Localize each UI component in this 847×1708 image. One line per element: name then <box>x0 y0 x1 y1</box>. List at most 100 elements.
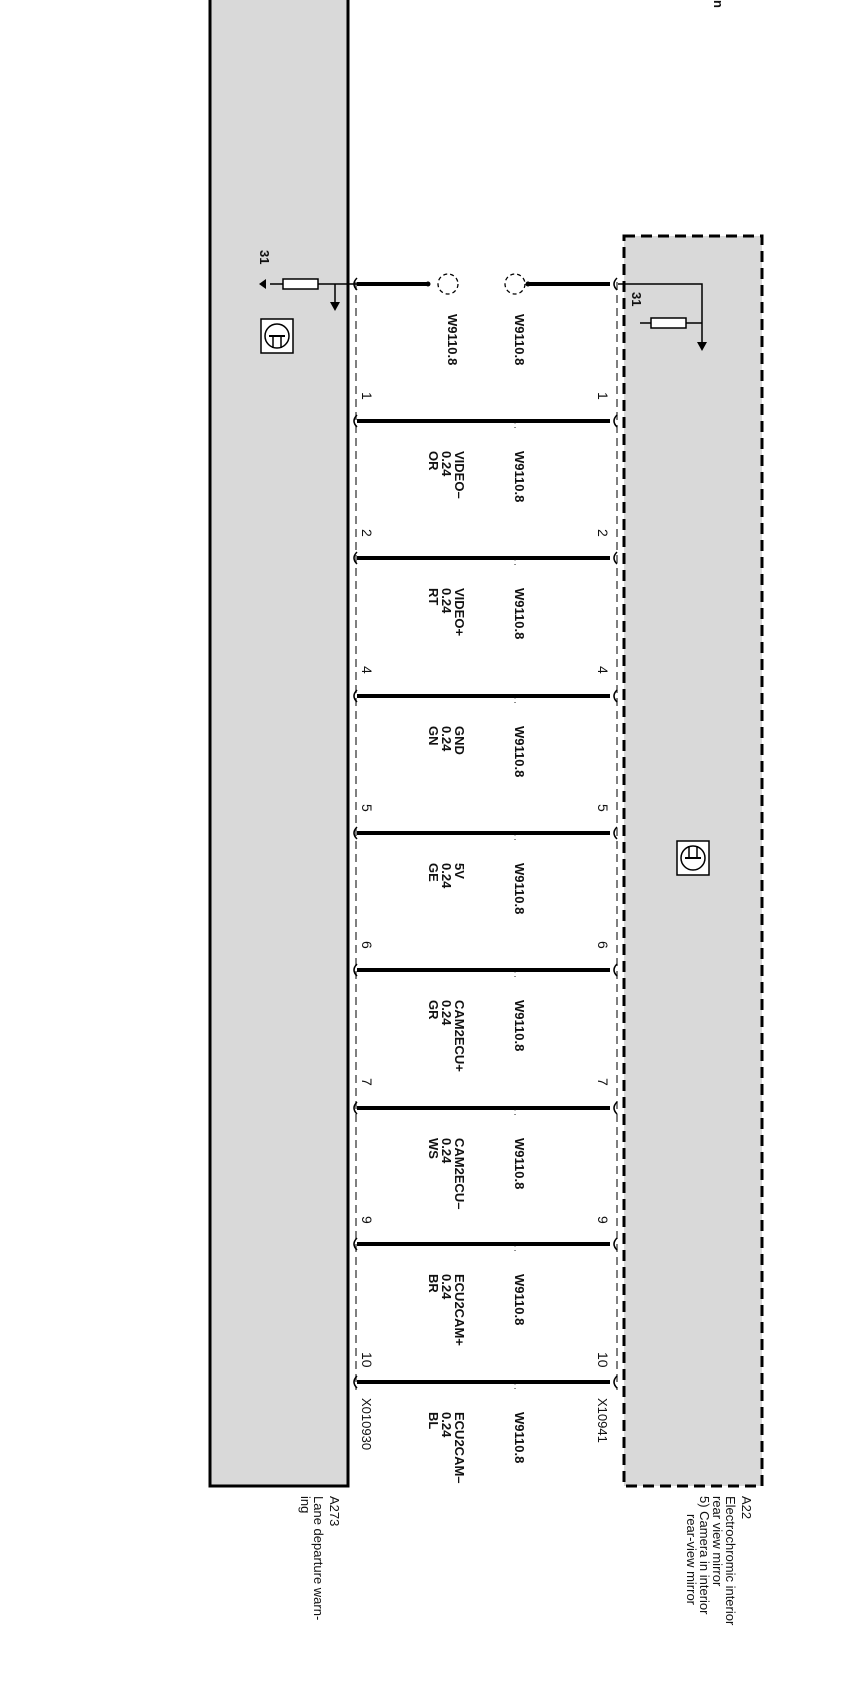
corner-text: n <box>711 0 726 8</box>
wire-id: W9110.8 <box>512 863 527 914</box>
wire-cross-section: 0.24 <box>439 451 454 477</box>
wire-break-marker: : <box>514 832 517 843</box>
module-desc-a273: Lane departure warn-ing <box>298 1496 326 1620</box>
wire-color: BL <box>426 1412 441 1429</box>
wire-id: W9110.8 <box>512 1274 527 1325</box>
connector-pin-hook <box>613 551 618 565</box>
module-id-a22: A22 <box>739 1496 754 1519</box>
wire-cross-section: 0.24 <box>439 863 454 889</box>
pin-number-x010930: 6 <box>359 941 375 949</box>
module-desc-line: Lane departure warn- <box>311 1496 326 1620</box>
wire-color: WS <box>426 1138 441 1159</box>
wire-id: W9110.8 <box>512 588 527 639</box>
connector-pin-hook <box>353 689 358 703</box>
pin-number-x010930: 1 <box>359 392 375 400</box>
transistor-icon-a273 <box>260 318 294 354</box>
wire-break-marker <box>504 273 526 295</box>
pin-number-x010930: 9 <box>359 1216 375 1224</box>
wire-cross-section: 0.24 <box>439 1412 454 1438</box>
wire-signal: 5V <box>452 863 467 879</box>
connector-pin-hook <box>353 1375 358 1389</box>
wire-break-marker <box>437 273 459 295</box>
wire-signal: CAM2ECU+ <box>452 1000 467 1072</box>
wire-cross-section: 0.24 <box>439 1000 454 1026</box>
pin-number-x10941: 6 <box>595 941 611 949</box>
ground-label-a273: 31 <box>257 250 272 264</box>
module-desc-line: rear-view mirror <box>684 1514 699 1606</box>
wire-color: RT <box>426 588 441 605</box>
module-a273-box <box>208 0 350 1488</box>
pin-number-x010930: 10 <box>359 1352 375 1368</box>
pin-number-x010930: 2 <box>359 529 375 537</box>
wire-color: GN <box>426 726 441 746</box>
wire-color: GE <box>426 863 441 882</box>
pin-number-x10941: 4 <box>595 666 611 674</box>
wire-color: OR <box>426 451 441 471</box>
wire-break-marker: : <box>514 420 517 431</box>
connector-pin-hook <box>353 414 358 428</box>
pin-number-x10941: 10 <box>595 1352 611 1368</box>
pin-number-x010930: 4 <box>359 666 375 674</box>
connector-pin-hook <box>613 1237 618 1251</box>
wire-id: W9110.8 <box>512 1000 527 1051</box>
connector-pin-hook <box>613 963 618 977</box>
pin-number-x10941: 7 <box>595 1078 611 1086</box>
pin-number-x10941: 9 <box>595 1216 611 1224</box>
wire-cross-section: 0.24 <box>439 1138 454 1164</box>
transistor-icon-a22 <box>676 840 710 876</box>
wire-id: W9110.8 <box>512 1138 527 1189</box>
wire-break-marker: : <box>514 969 517 980</box>
connector-pin-hook <box>353 1101 358 1115</box>
module-desc-line: Electrochromic interior <box>723 1496 738 1626</box>
connector-pin-hook <box>353 963 358 977</box>
wire-color: GR <box>426 1000 441 1020</box>
connector-pin-hook <box>353 826 358 840</box>
pin-number-x10941: 5 <box>595 804 611 812</box>
connector-pin-hook <box>613 826 618 840</box>
module-desc-line: 5) Camera in interior <box>697 1496 712 1615</box>
wire-cross-section: 0.24 <box>439 726 454 752</box>
ground-symbol-a22: 31 <box>618 283 707 351</box>
pin-number-x10941: 2 <box>595 529 611 537</box>
wire-signal: GND <box>452 726 467 755</box>
wire-break-marker: : <box>514 1107 517 1118</box>
wire-id: W9110.8 <box>512 314 527 365</box>
wire-break-marker: : <box>514 1243 517 1254</box>
pin-number-x010930: 5 <box>359 804 375 812</box>
wire-signal: VIDEO– <box>452 451 467 499</box>
wire-cross-section: 0.24 <box>439 1274 454 1300</box>
connector-label-x10941: X10941 <box>595 1398 610 1443</box>
wire-cross-section: 0.24 <box>439 588 454 614</box>
module-desc-line: ing <box>298 1496 313 1513</box>
connector-pin-hook <box>353 1237 358 1251</box>
wire-end-dot <box>525 281 531 287</box>
wire-id: W9110.8 <box>512 1412 527 1463</box>
wire-break-marker: : <box>514 557 517 568</box>
module-desc-line: rear view mirror <box>710 1496 725 1587</box>
wire-signal: ECU2CAM+ <box>452 1274 467 1346</box>
connector-pin-hook <box>613 689 618 703</box>
wire-id: W9110.8 <box>445 314 460 365</box>
wire-signal: ECU2CAM– <box>452 1412 467 1484</box>
wire-color: BR <box>426 1274 441 1293</box>
connector-pin-hook <box>613 277 618 291</box>
pin-number-x10941: 1 <box>595 392 611 400</box>
connector-pin-hook <box>613 1375 618 1389</box>
wire-break-marker: : <box>514 695 517 706</box>
connector-pin-hook <box>353 551 358 565</box>
connector-label-x010930: X010930 <box>359 1398 374 1450</box>
wire-break-marker: : <box>514 1381 517 1392</box>
pin-number-x010930: 7 <box>359 1078 375 1086</box>
wire-id: W9110.8 <box>512 726 527 777</box>
ground-label-a22: 31 <box>629 292 644 306</box>
wire-signal: VIDEO+ <box>452 588 467 636</box>
connector-pin-hook <box>613 414 618 428</box>
wire-end-dot <box>425 281 431 287</box>
wire-id: W9110.8 <box>512 451 527 502</box>
wire-signal: CAM2ECU– <box>452 1138 467 1210</box>
connector-pin-hook <box>613 1101 618 1115</box>
module-id-a273: A273 <box>327 1496 342 1526</box>
